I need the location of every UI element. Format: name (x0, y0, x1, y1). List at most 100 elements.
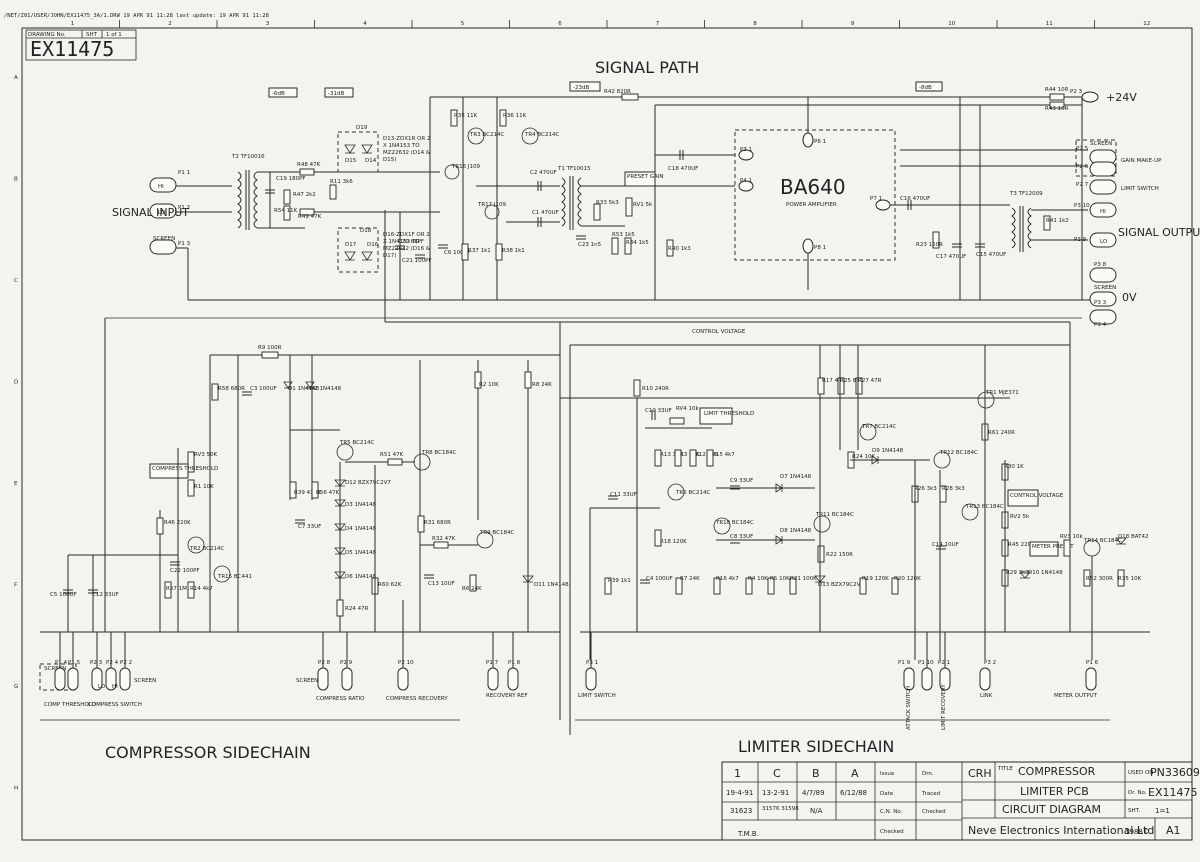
limit-switch-label-top: LIMIT SWITCH (1121, 186, 1159, 192)
label-rv4: RV4 10k (676, 406, 700, 412)
label-tr1: TR1 MJE371 (985, 390, 1019, 396)
label-p2-6: P2 6 (1076, 164, 1089, 170)
grid-row-label: B (14, 176, 18, 182)
label-p1-2: P1 2 (178, 205, 190, 211)
label-c17: C17 470UF (936, 254, 966, 260)
grid-column-label: 4 (363, 21, 367, 27)
diode-d16 (361, 251, 373, 261)
pin-p3-1 (738, 149, 754, 161)
resistor-r14 (187, 581, 195, 599)
grid-column-label: 11 (1046, 21, 1053, 27)
label-comp-screen: SCREEN (134, 678, 156, 684)
resistor-r57 (164, 581, 172, 599)
resistor-r58 (211, 383, 219, 401)
connector-p1-3 (149, 239, 177, 255)
resistor-r36 (499, 109, 507, 127)
label-r53: R53 1k5 (612, 232, 635, 238)
connector-p1-4 (54, 667, 66, 691)
drawing-number: EX11475 (30, 37, 114, 61)
label-r32: R32 47K (432, 536, 456, 542)
label-r39: R39 430R (294, 490, 321, 496)
label-p1-6: P1 6 (1086, 660, 1099, 666)
resistor-r35-limiter (1117, 569, 1125, 587)
connector-p2-6 (1089, 161, 1117, 177)
grid-column-label: 2 (168, 21, 172, 27)
resistor-r34 (624, 237, 632, 255)
resistor-r33 (593, 203, 601, 221)
label-r11: R11 3k6 (330, 179, 353, 185)
change-no-1: 31623 (730, 807, 752, 815)
title-line-1: COMPRESSOR (1018, 765, 1096, 778)
resistor-r4 (745, 577, 753, 595)
label-d13: D13 BZX79C2V7 (818, 582, 864, 588)
label-c19: C19 180PF (276, 176, 306, 182)
label-d3: D3 1N4148 (345, 502, 377, 508)
resistor-r46 (156, 517, 164, 535)
label-c10: C10 33UF (645, 408, 672, 414)
diode-d11 (522, 575, 534, 583)
label-r49: R49 47K (298, 214, 322, 220)
title-block: 1 C B A 19-4-91 13-2-91 4/7/89 6/12/88 3… (721, 761, 1200, 841)
checked-label: Checked (922, 809, 946, 815)
label-p3-4: P3 4 (1094, 322, 1107, 328)
resistor-r48 (299, 168, 315, 176)
resistor-r25 (837, 377, 845, 395)
resistor-r1 (187, 479, 195, 497)
grid-column-label: 5 (461, 21, 465, 27)
label-c5: C5 100UF (50, 592, 77, 598)
label-input-hi: HI (158, 184, 164, 190)
label-p2-10: P2 10 (398, 660, 414, 666)
signal-path-section: -6dB -31dB -23dB -8dB R42 820R R44 10R R… (104, 81, 1200, 720)
label-d9: D9 1N4148 (872, 448, 904, 454)
resistor-r49 (299, 208, 315, 216)
label-p2-8: P2 8 (318, 660, 331, 666)
label-r31: R31 680R (424, 520, 451, 526)
label-r18: R18 120K (660, 539, 687, 545)
dr-no-label: Dr. No. (1128, 790, 1147, 796)
grid-column-label: 7 (656, 21, 660, 27)
label-p1-7: P1 7 (486, 660, 499, 666)
resistor-r10 (633, 379, 641, 397)
label-r44: R44 10R (1045, 87, 1069, 93)
transistor-tr5 (336, 443, 354, 461)
connector-p1-9 (903, 667, 915, 691)
amp-name: BA640 (780, 175, 846, 199)
drn-label: Drn. (922, 771, 934, 777)
label-r42: R42 820R (604, 89, 631, 95)
label-d18: D18 BAT42 (1118, 534, 1148, 540)
compress-threshold-label: COMPRESS THRESHOLD (152, 466, 218, 472)
drawing-no-label: DRAWING No. (28, 32, 66, 38)
label-tr5: TR5 BC214C (339, 440, 374, 446)
label-d18: D18 (360, 228, 372, 234)
transformer-t2 (237, 170, 258, 230)
diode-d4 (334, 523, 346, 531)
diode-d14 (361, 144, 373, 154)
diode-d6 (334, 571, 346, 579)
connector-p1-5 (67, 667, 79, 691)
signal-output-label: SIGNAL OUTPUT (1118, 226, 1200, 239)
compress-recovery-label: COMPRESS RECOVERY (386, 696, 448, 702)
label-r20: R20 120K (894, 576, 921, 582)
label-r26: R26 3k3 (914, 486, 937, 492)
revision-1: 1 (734, 767, 741, 780)
level-tag-6db: -6dB (272, 91, 285, 97)
resistor-r8 (524, 371, 532, 389)
label-r35-limiter: R35 10K (1118, 576, 1142, 582)
resistor-r5 (767, 577, 775, 595)
label-r30: R30 1K (1004, 464, 1024, 470)
title-label: TITLE (997, 766, 1013, 772)
label-comp-lo: LO (98, 684, 106, 690)
zener-block-bottom (337, 227, 379, 273)
link-label: LINK (980, 693, 993, 699)
zener-block-top (337, 131, 379, 173)
resistor-r56 (311, 481, 319, 499)
connector-p3-9 (1089, 232, 1117, 248)
label-output-screen: SCREEN (1094, 285, 1116, 291)
label-r35: R35 11K (454, 113, 478, 119)
label-p1-5: P1 5 (68, 660, 81, 666)
label-p6-1: P6 1 (814, 139, 826, 145)
signature: T.M.B. (737, 830, 759, 838)
label-c9: C9 33UF (730, 478, 753, 484)
resistor-r13 (654, 449, 662, 467)
